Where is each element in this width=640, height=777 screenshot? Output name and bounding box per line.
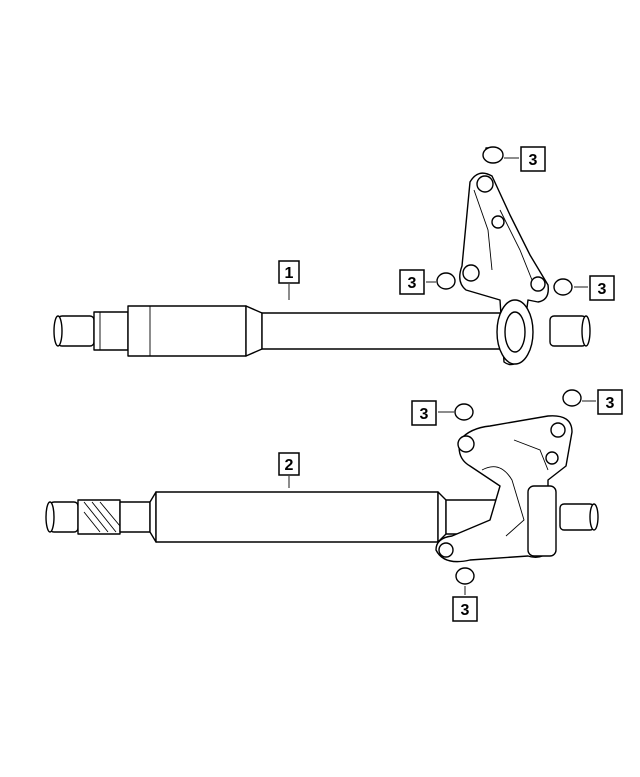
leader-lines xyxy=(288,157,596,595)
callout-3-label: 3 xyxy=(598,281,607,298)
callout-2: 2 xyxy=(278,452,300,476)
callout-3-upper-right: 3 xyxy=(589,275,615,301)
bolt-lower-right xyxy=(562,389,582,407)
callout-3-label: 3 xyxy=(420,406,429,423)
callout-3-lower-right: 3 xyxy=(597,389,623,415)
bolt-upper-left xyxy=(436,272,456,290)
callout-2-label: 2 xyxy=(285,457,294,474)
support-bracket-lower xyxy=(435,415,573,563)
support-bracket-upper xyxy=(459,172,549,366)
callout-3-top: 3 xyxy=(520,146,546,172)
callout-1: 1 xyxy=(278,260,300,284)
callout-3-label: 3 xyxy=(606,395,615,412)
callout-3-bottom: 3 xyxy=(452,596,478,622)
callout-3-label: 3 xyxy=(461,602,470,619)
bolt-lower-left xyxy=(454,403,474,421)
callout-3-label: 3 xyxy=(408,275,417,292)
bolt-upper-top xyxy=(482,146,504,164)
bolt-upper-right xyxy=(553,278,573,296)
intermediate-shaft-lower xyxy=(45,491,599,543)
callout-3-upper-left: 3 xyxy=(399,269,425,295)
callout-3-label: 3 xyxy=(529,152,538,169)
callout-3-lower-left: 3 xyxy=(411,400,437,426)
bolt-lower-bottom xyxy=(455,567,475,585)
callout-1-label: 1 xyxy=(285,265,294,282)
